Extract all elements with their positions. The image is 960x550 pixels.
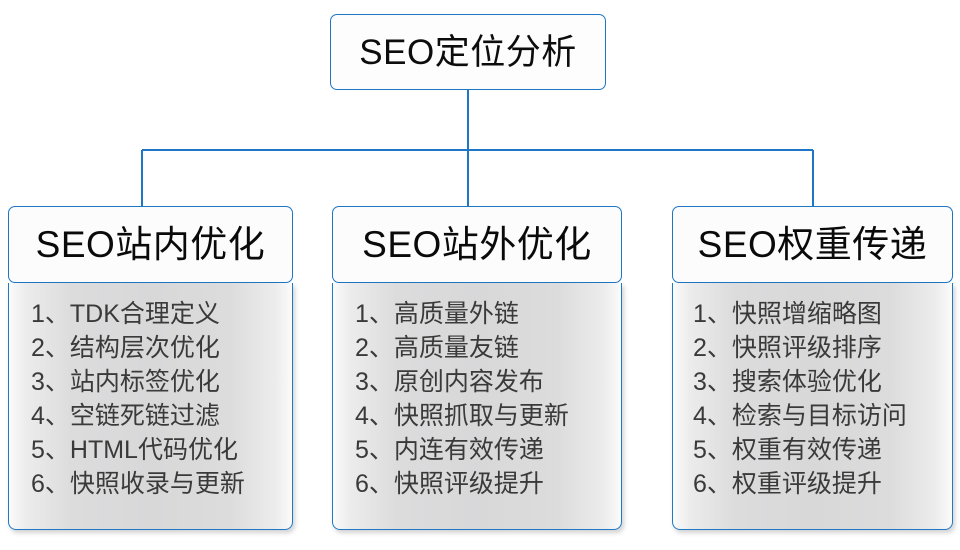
list-item: 4、空链死链过滤 — [31, 402, 220, 430]
branch-body-seo-weight-transfer: 1、快照增缩略图 2、快照评级排序 3、搜索体验优化 4、检索与目标访问 5、权… — [672, 283, 953, 530]
branch-column-seo-onsite[interactable]: SEO站内优化 1、TDK合理定义 2、结构层次优化 3、站内标签优化 4、空链… — [8, 206, 293, 530]
list-item: 2、快照评级排序 — [693, 334, 882, 362]
list-item: 6、快照收录与更新 — [31, 470, 245, 498]
list-item: 4、检索与目标访问 — [693, 402, 907, 430]
branch-body-seo-offsite: 1、高质量外链 2、高质量友链 3、原创内容发布 4、快照抓取与更新 5、内连有… — [332, 283, 622, 530]
branch-header-label: SEO站内优化 — [35, 224, 266, 265]
branch-column-seo-offsite[interactable]: SEO站外优化 1、高质量外链 2、高质量友链 3、原创内容发布 4、快照抓取与… — [332, 206, 622, 530]
list-item: 6、快照评级提升 — [355, 470, 544, 498]
list-item: 6、权重评级提升 — [693, 470, 882, 498]
branch-header-label: SEO权重传递 — [697, 224, 928, 265]
root-node[interactable]: SEO定位分析 — [330, 14, 606, 90]
branch-header-seo-weight-transfer[interactable]: SEO权重传递 — [672, 206, 953, 283]
root-node-label: SEO定位分析 — [359, 32, 577, 72]
list-item: 1、TDK合理定义 — [31, 300, 220, 328]
list-item: 5、HTML代码优化 — [31, 436, 238, 464]
branch-body-seo-onsite: 1、TDK合理定义 2、结构层次优化 3、站内标签优化 4、空链死链过滤 5、H… — [8, 283, 293, 530]
list-item: 3、站内标签优化 — [31, 368, 220, 396]
branch-header-seo-offsite[interactable]: SEO站外优化 — [332, 206, 622, 283]
list-item: 5、权重有效传递 — [693, 436, 882, 464]
list-item: 3、原创内容发布 — [355, 368, 544, 396]
list-item: 3、搜索体验优化 — [693, 368, 882, 396]
branch-header-label: SEO站外优化 — [362, 224, 592, 265]
list-item: 4、快照抓取与更新 — [355, 402, 569, 430]
list-item: 5、内连有效传递 — [355, 436, 544, 464]
branch-header-seo-onsite[interactable]: SEO站内优化 — [8, 206, 293, 283]
list-item: 1、快照增缩略图 — [693, 300, 882, 328]
list-item: 1、高质量外链 — [355, 300, 519, 328]
branch-column-seo-weight-transfer[interactable]: SEO权重传递 1、快照增缩略图 2、快照评级排序 3、搜索体验优化 4、检索与… — [672, 206, 953, 530]
list-item: 2、高质量友链 — [355, 334, 519, 362]
list-item: 2、结构层次优化 — [31, 334, 220, 362]
